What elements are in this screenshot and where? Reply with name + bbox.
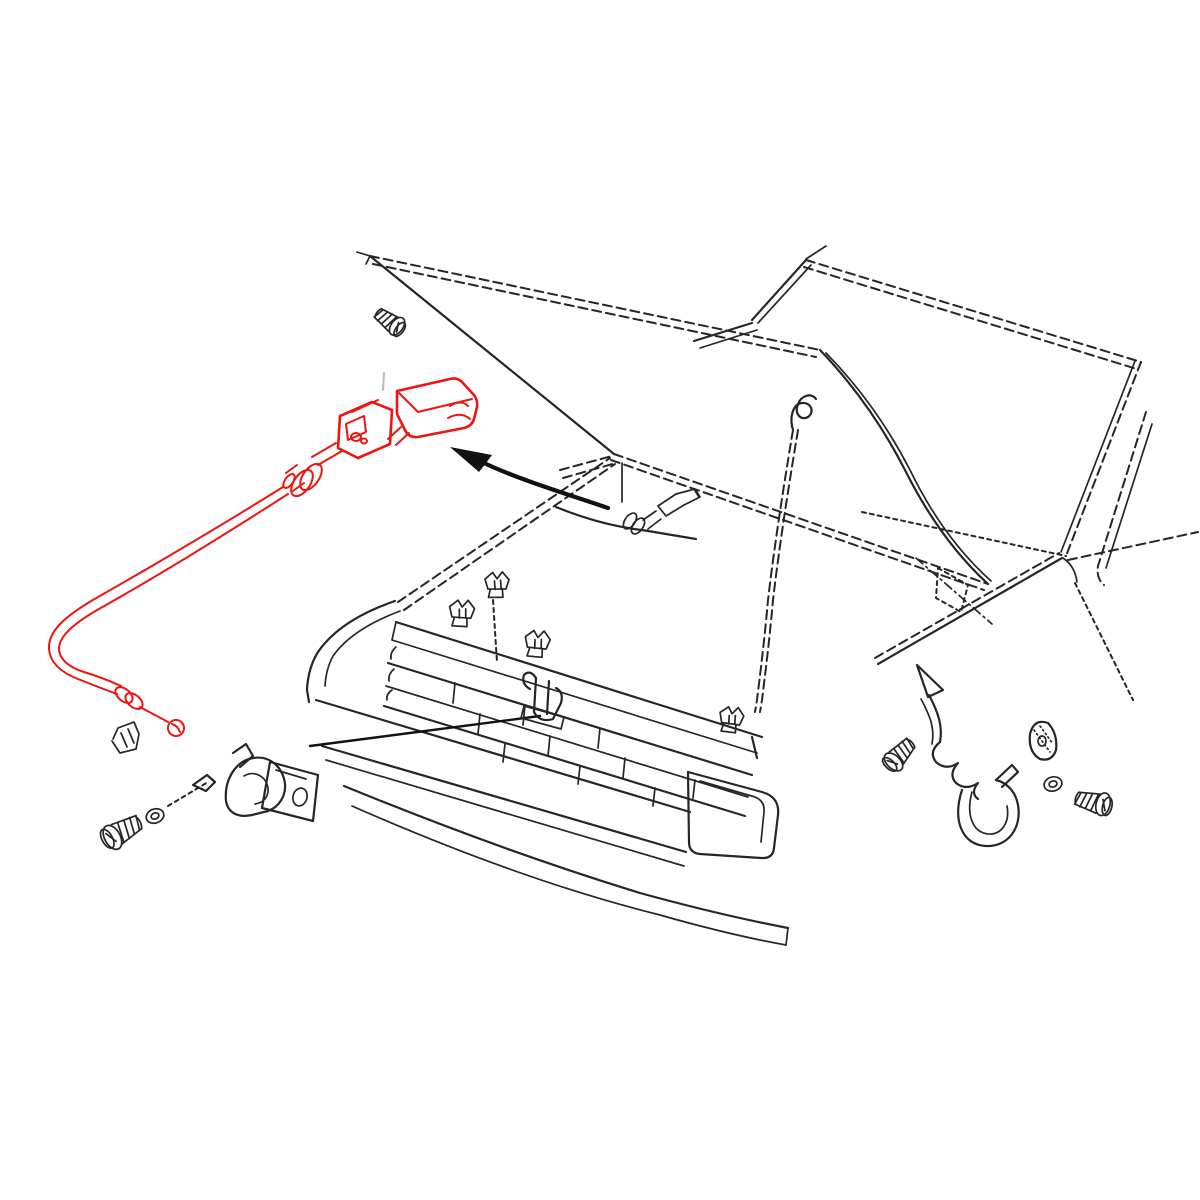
hook-bolt-left [878, 733, 921, 777]
right-fender [874, 411, 1199, 701]
retainer-clip-1 [445, 596, 477, 630]
hood-latch-assembly [191, 742, 320, 823]
grille [382, 620, 764, 818]
striker-leader-line [308, 714, 542, 748]
front-bumper [314, 698, 790, 946]
hood-release-cable-assembly [47, 372, 479, 737]
hook-washer [1041, 774, 1065, 794]
hood-prop-rod [754, 394, 818, 713]
retainer-clip-3 [521, 626, 553, 661]
windshield [692, 245, 1142, 557]
safety-hook-bracket [1028, 720, 1058, 761]
cable-end-clip [111, 721, 140, 754]
latch-bolt [95, 809, 148, 855]
clip-leader-dashed [492, 599, 498, 663]
pointer-arrow [450, 447, 611, 511]
safety-hook [915, 663, 1020, 848]
latch-washer [143, 805, 167, 827]
latch-leader-dashed [167, 781, 209, 807]
hood-panel [356, 251, 992, 591]
retainer-clip-2 [482, 569, 511, 600]
left-fender [305, 457, 616, 704]
mounting-screw [370, 302, 411, 340]
hook-bolt-right [1071, 785, 1116, 819]
installed-cable-position [621, 462, 701, 535]
lock-striker [520, 671, 565, 730]
hood-hinge [915, 557, 993, 625]
